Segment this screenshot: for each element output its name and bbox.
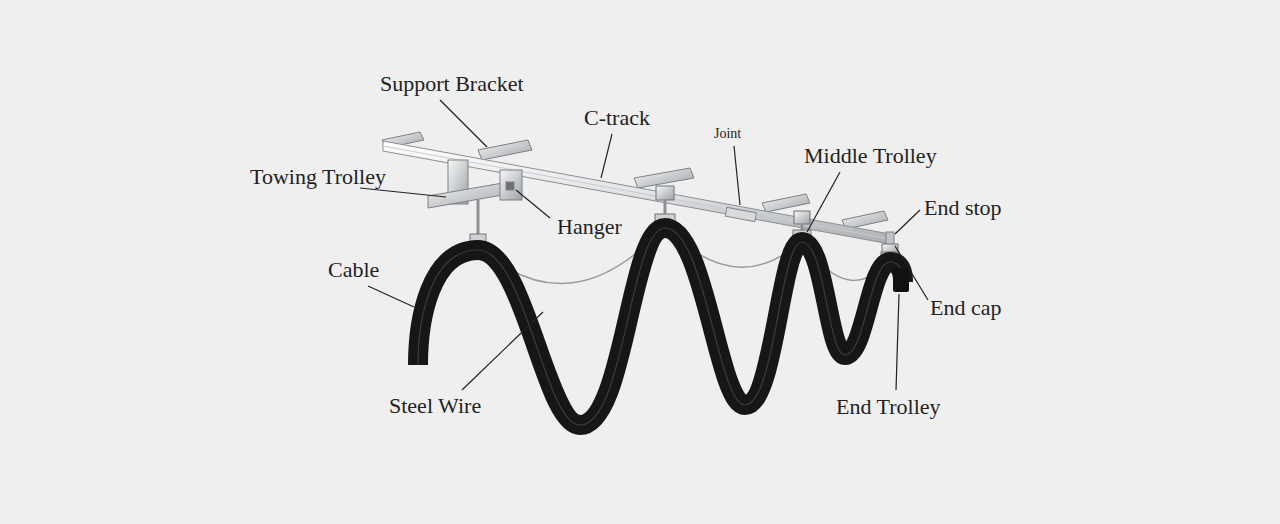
middle-trolley-body <box>656 186 674 200</box>
leader-line <box>516 190 550 218</box>
leader-line <box>896 294 899 390</box>
end-trolley-weight <box>893 268 909 292</box>
leader-line <box>462 312 543 390</box>
part-label: Joint <box>714 126 741 141</box>
cable-body <box>418 228 903 425</box>
support-bracket <box>478 140 532 160</box>
part-label: End Trolley <box>836 395 941 419</box>
part-label: C-track <box>584 106 650 130</box>
leader-line <box>895 246 928 300</box>
part-label: Middle Trolley <box>804 144 937 168</box>
leader-line <box>895 210 920 234</box>
towing-trolley-rod <box>477 200 480 238</box>
hanger-hole <box>506 182 514 190</box>
part-label: Hanger <box>557 215 622 239</box>
part-label: Towing Trolley <box>250 165 386 189</box>
leader-line <box>807 172 840 232</box>
part-label: Cable <box>328 258 379 282</box>
part-label: End cap <box>930 296 1001 320</box>
joint-clamp <box>725 207 756 221</box>
cable-highlight <box>418 228 903 425</box>
part-label: Support Bracket <box>380 72 524 96</box>
leader-line <box>734 146 740 205</box>
leader-line <box>360 188 446 197</box>
hanger-block <box>500 170 522 200</box>
part-label: Steel Wire <box>389 394 481 418</box>
part-label: End stop <box>924 196 1002 220</box>
leader-line <box>440 100 487 147</box>
flat-cable <box>418 228 909 425</box>
hanger <box>428 160 522 208</box>
middle-trolley-body <box>794 211 810 224</box>
leader-line <box>368 286 414 307</box>
support-bracket <box>634 168 694 188</box>
leader-line <box>601 134 612 178</box>
support-bracket <box>762 194 810 212</box>
